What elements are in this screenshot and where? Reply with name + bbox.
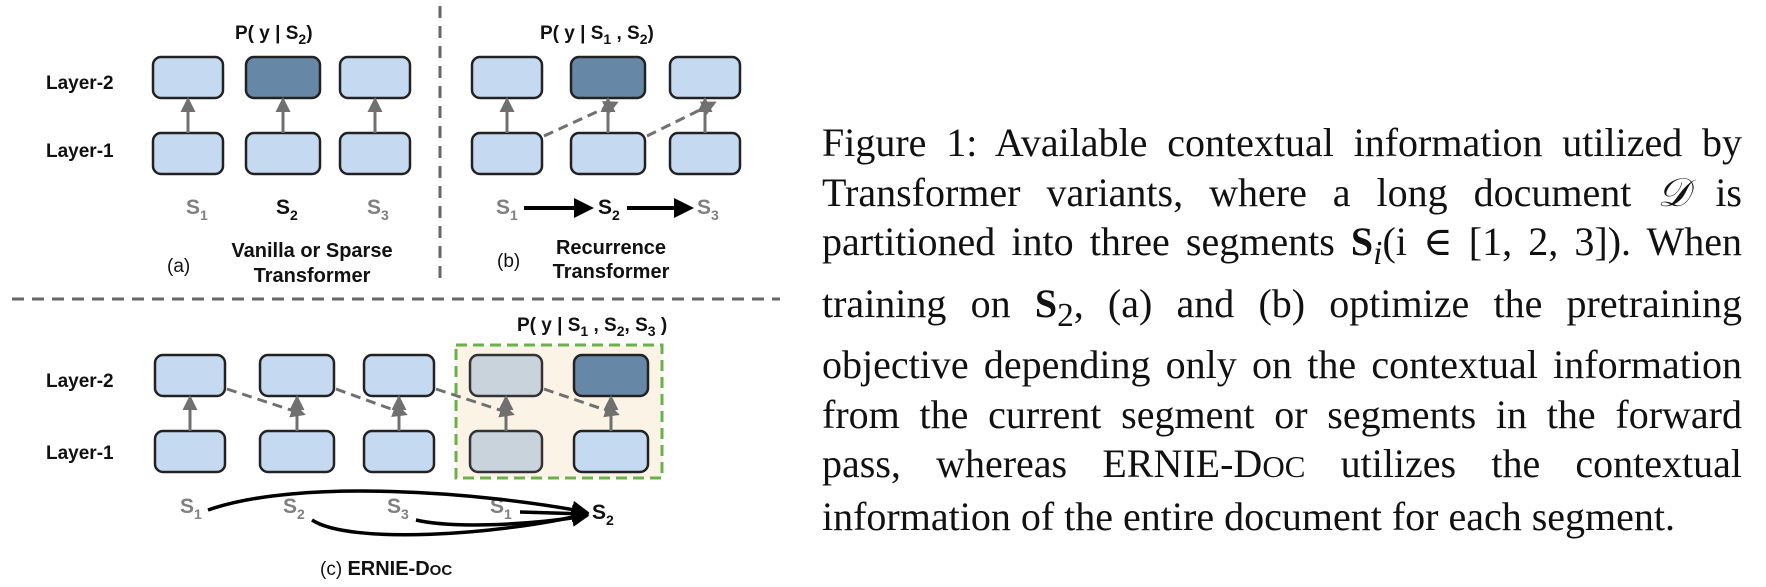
- panel-b-objective: P( y | S1 , S2): [540, 23, 654, 47]
- layer1-label-c: Layer-1: [46, 443, 114, 464]
- panel-c-objective: P( y | S1 , S2, S3 ): [517, 315, 667, 339]
- seg-b-s2: S2: [598, 196, 620, 223]
- block-c-l1-4: [468, 429, 544, 474]
- block-c-l2-2: [258, 353, 336, 398]
- panel-a-title-2: Transformer: [254, 265, 371, 287]
- arrow-b-recur-2: [646, 101, 717, 138]
- arrow-c-recur-4: [543, 387, 620, 418]
- arrow-c-s3-to-s2: [415, 509, 590, 527]
- block-c-l2-1: [153, 353, 227, 398]
- panel-b-tag: (b): [497, 251, 520, 272]
- seg-c-s2: S2: [283, 495, 305, 522]
- block-b-l1-s2: [569, 131, 647, 176]
- panel-a-objective: P( y | S2): [235, 23, 313, 47]
- seg-b-s3: S3: [697, 196, 719, 223]
- seg-a-s1: S1: [186, 196, 208, 223]
- panel-b-title-1: Recurrence: [556, 237, 666, 259]
- block-c-l1-3: [362, 429, 436, 474]
- panel-c-title: (c) ERNIE-DOC: [320, 558, 452, 580]
- arrow-b-recur-1: [543, 101, 619, 138]
- figure-caption: Figure 1: Available contextual informati…: [822, 120, 1743, 539]
- block-a-l1-s3: [338, 131, 412, 176]
- layer2-label: Layer-2: [46, 73, 114, 94]
- block-a-l1-s1: [151, 131, 225, 176]
- panel-b: P( y | S1 , S2) S1 S2 S3 (b) Recurrence …: [470, 23, 742, 283]
- block-c-l1-5: [572, 429, 650, 474]
- layer1-label: Layer-1: [46, 141, 114, 162]
- block-b-l2-s3: [668, 55, 742, 100]
- block-a-l1-s2: [244, 131, 322, 176]
- seg-c-target-s2: S2: [592, 501, 614, 528]
- seg-c-s3: S3: [387, 495, 409, 522]
- block-a-l2-s2: [244, 55, 322, 100]
- panel-a: Layer-2 Layer-1 P( y | S2) S1 S2 S3 (a) …: [46, 23, 412, 287]
- context-diagram: Layer-2 Layer-1 P( y | S2) S1 S2 S3 (a) …: [12, 6, 780, 580]
- arrow-c-s1b-to-s2: [519, 504, 590, 523]
- arrow-c-recur-3: [435, 387, 515, 418]
- arrow-c-s1-to-s2: [207, 489, 590, 519]
- layer2-label-c: Layer-2: [46, 371, 114, 392]
- block-c-l2-3: [362, 353, 436, 398]
- arrow-c-recur-1: [226, 387, 306, 418]
- panel-c: P( y | S1 , S2, S3 ) Layer-2 Layer-1 S1 …: [46, 315, 667, 580]
- block-b-l2-s2: [569, 55, 647, 100]
- seg-a-s2: S2: [276, 196, 298, 223]
- block-a-l2-s3: [338, 55, 412, 100]
- block-a-l2-s1: [151, 55, 225, 100]
- panel-a-title-1: Vanilla or Sparse: [231, 240, 392, 262]
- seg-a-s3: S3: [367, 196, 389, 223]
- block-c-l1-1: [153, 429, 227, 474]
- block-b-l1-s3: [668, 131, 742, 176]
- block-b-l2-s1: [470, 55, 544, 100]
- block-c-l1-2: [258, 429, 336, 474]
- seg-b-s1: S1: [496, 196, 518, 223]
- arrow-c-recur-2: [335, 387, 408, 417]
- block-c-l2-5: [572, 353, 650, 398]
- panel-b-title-2: Transformer: [553, 261, 670, 283]
- seg-c-s1: S1: [180, 495, 202, 522]
- block-c-l2-4: [468, 353, 544, 398]
- block-b-l1-s1: [470, 131, 544, 176]
- panel-a-tag: (a): [167, 256, 190, 277]
